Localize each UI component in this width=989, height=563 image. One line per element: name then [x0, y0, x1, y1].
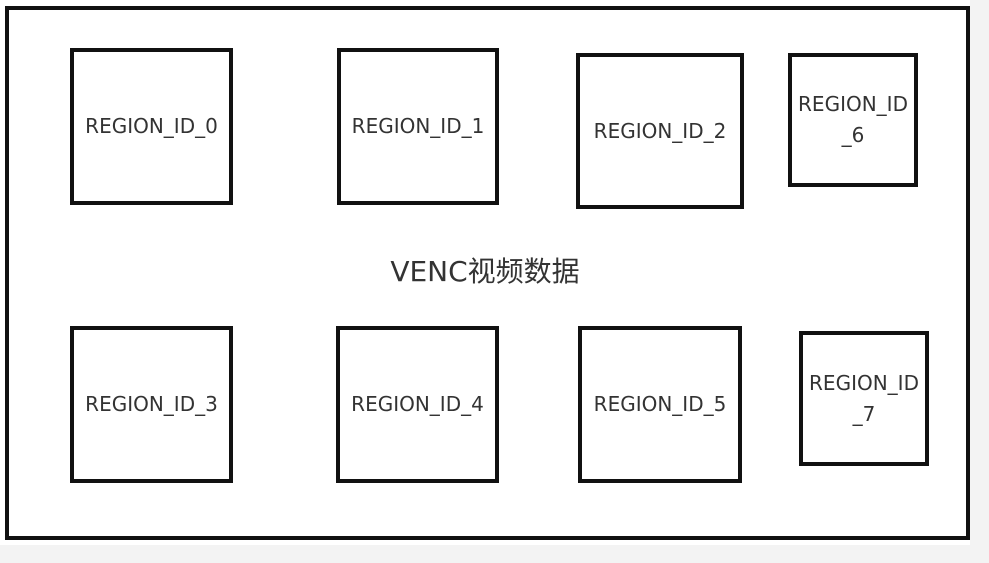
region-label-0: REGION_ID_0	[85, 114, 218, 138]
region-box-3: REGION_ID_3	[70, 326, 233, 483]
region-box-6: REGION_ID_6	[788, 53, 918, 187]
region-label-2: REGION_ID_2	[593, 118, 727, 143]
region-box-4: REGION_ID_4	[336, 326, 499, 483]
region-box-0: REGION_ID_0	[70, 48, 233, 205]
region-box-2: REGION_ID_2	[576, 53, 744, 209]
region-box-7: REGION_ID_7	[799, 331, 929, 466]
region-box-5: REGION_ID_5	[578, 326, 742, 483]
region-label-4: REGION_ID_4	[351, 392, 484, 416]
venc-video-data-frame	[5, 6, 970, 540]
region-label-5: REGION_ID_5	[593, 392, 727, 416]
region-label-7: REGION_ID_7	[809, 370, 919, 426]
diagram-canvas: REGION_ID_0 REGION_ID_1 REGION_ID_2 REGI…	[0, 0, 970, 545]
region-label-3: REGION_ID_3	[85, 392, 218, 416]
region-label-1: REGION_ID_1	[351, 114, 485, 138]
region-box-1: REGION_ID_1	[337, 48, 499, 205]
region-label-6: REGION_ID_6	[798, 92, 908, 147]
venc-video-data-label: VENC视频数据	[390, 255, 580, 288]
